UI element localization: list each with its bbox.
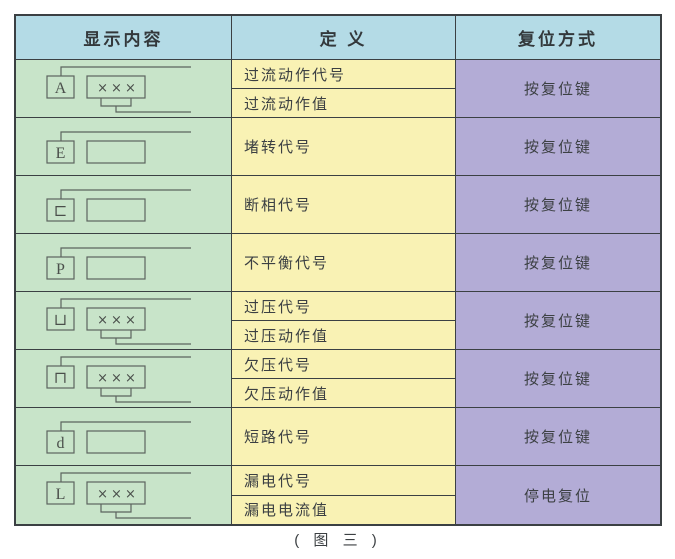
- display-diagram-cell: ⊔ ×××: [16, 292, 232, 350]
- definition-text: 漏电电流值: [244, 502, 330, 520]
- display-diagram-cell: L ×××: [16, 466, 232, 524]
- reset-method-text: 按复位键: [456, 176, 660, 234]
- display-diagram-cell: A ×××: [16, 60, 232, 118]
- reset-method-text: 按复位键: [456, 234, 660, 292]
- code-symbol: E: [55, 145, 65, 162]
- definition-text: 堵转代号: [244, 139, 313, 156]
- display-diagram-cell: P: [16, 234, 232, 292]
- value-placeholder: ×××: [97, 487, 139, 502]
- fault-code-table: 显示内容 定 义 复位方式 A ××× 过流动作代号 过流动作值 按复位键 E: [14, 14, 662, 526]
- code-symbol: d: [56, 435, 64, 452]
- seven-segment-display-diagram: A ×××: [45, 65, 191, 113]
- code-symbol: P: [56, 261, 65, 278]
- definition-cell: 漏电代号 漏电电流值: [232, 466, 456, 524]
- definition-text: 过压动作值: [244, 327, 330, 345]
- code-symbol: ⊏: [53, 203, 67, 220]
- definition-text: 欠压动作值: [244, 385, 330, 403]
- definition-cell: 断相代号: [232, 176, 456, 234]
- seven-segment-display-diagram: ⊏: [45, 188, 191, 222]
- value-placeholder: ×××: [97, 81, 139, 96]
- seven-segment-display-diagram: ⊔ ×××: [45, 297, 191, 345]
- definition-text: 欠压代号: [232, 350, 455, 379]
- header-display-content: 显示内容: [16, 16, 232, 60]
- value-placeholder: ×××: [97, 371, 139, 386]
- reset-method-text: 按复位键: [456, 60, 660, 118]
- definition-cell: 过压代号 过压动作值: [232, 292, 456, 350]
- code-symbol: ⊓: [53, 370, 66, 387]
- definition-cell: 过流动作代号 过流动作值: [232, 60, 456, 118]
- figure-caption: ( 图 三 ): [294, 532, 382, 549]
- definition-text: 过流动作代号: [232, 60, 455, 89]
- reset-method-text: 按复位键: [456, 292, 660, 350]
- reset-method-text: 按复位键: [456, 118, 660, 176]
- definition-text: 不平衡代号: [244, 255, 330, 272]
- code-symbol: ⊔: [53, 312, 66, 329]
- definition-cell: 欠压代号 欠压动作值: [232, 350, 456, 408]
- definition-cell: 短路代号: [232, 408, 456, 466]
- definition-text: 断相代号: [244, 197, 313, 214]
- definition-text: 过压代号: [232, 292, 455, 321]
- header-definition: 定 义: [232, 16, 456, 60]
- reset-method-text: 按复位键: [456, 408, 660, 466]
- definition-text: 短路代号: [244, 429, 313, 446]
- display-diagram-cell: ⊏: [16, 176, 232, 234]
- display-diagram-cell: ⊓ ×××: [16, 350, 232, 408]
- definition-text: 过流动作值: [244, 95, 330, 113]
- reset-method-text: 停电复位: [456, 466, 660, 524]
- seven-segment-display-diagram: d: [45, 420, 191, 454]
- definition-text: 漏电代号: [232, 466, 455, 496]
- seven-segment-display-diagram: ⊓ ×××: [45, 355, 191, 403]
- display-diagram-cell: d: [16, 408, 232, 466]
- display-diagram-cell: E: [16, 118, 232, 176]
- seven-segment-display-diagram: E: [45, 130, 191, 164]
- seven-segment-display-diagram: P: [45, 246, 191, 280]
- definition-cell: 堵转代号: [232, 118, 456, 176]
- code-symbol: A: [54, 80, 66, 97]
- code-symbol: L: [55, 486, 65, 503]
- value-placeholder: ×××: [97, 313, 139, 328]
- definition-cell: 不平衡代号: [232, 234, 456, 292]
- seven-segment-display-diagram: L ×××: [45, 472, 191, 519]
- header-reset-method: 复位方式: [456, 16, 660, 60]
- reset-method-text: 按复位键: [456, 350, 660, 408]
